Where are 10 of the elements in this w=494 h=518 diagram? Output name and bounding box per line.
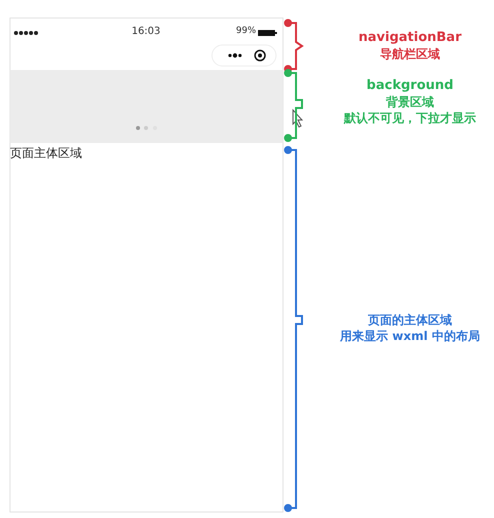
annotation-text: background	[366, 78, 454, 93]
annotation-text: 导航栏区域	[380, 46, 440, 63]
annotation-text: 页面的主体区域	[368, 312, 452, 329]
battery-percentage: 99%	[236, 26, 256, 36]
body-region-text: 页面主体区域	[10, 145, 82, 162]
status-time: 16:03	[132, 26, 160, 37]
annotation-text: 默认不可见，下拉才显示	[344, 110, 476, 127]
annotation-text: navigationBar	[358, 30, 462, 45]
annotation-text: 用来显示 wxml 中的布局	[340, 328, 480, 345]
annotation-text: 背景区域	[386, 94, 434, 111]
